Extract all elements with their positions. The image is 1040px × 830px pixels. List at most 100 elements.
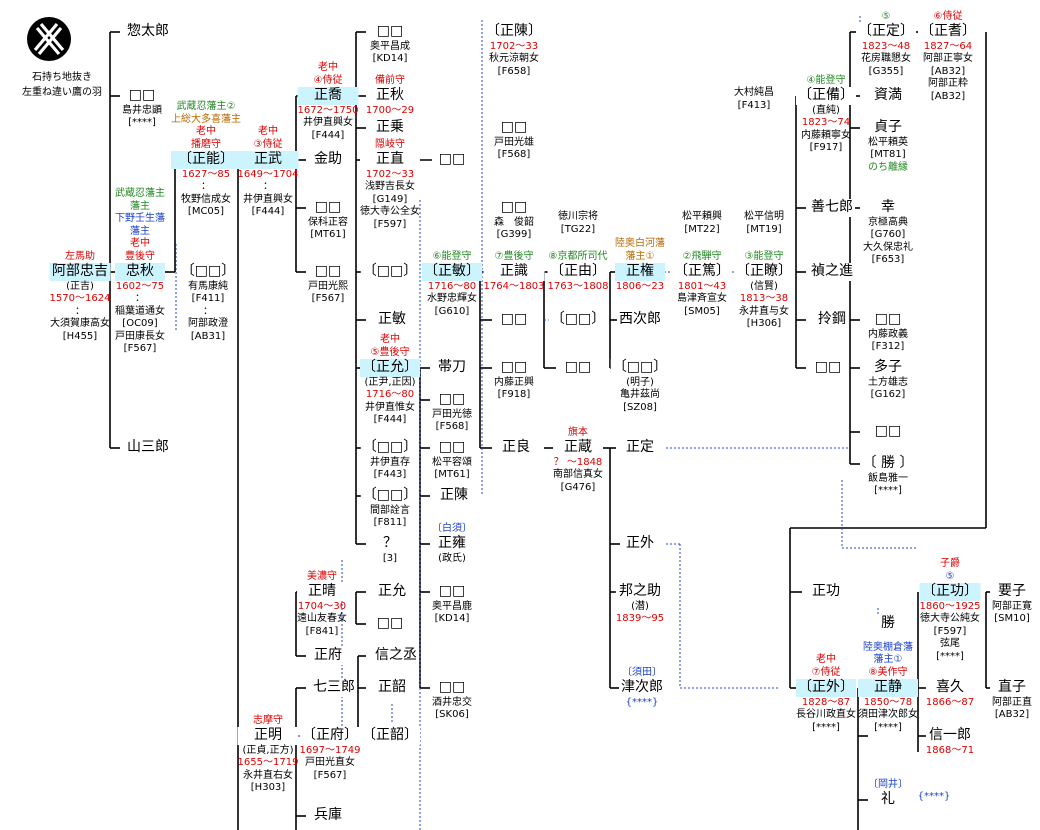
person-node: 正定 bbox=[624, 439, 656, 457]
person-node: □□松平容頌[MT61] bbox=[432, 439, 472, 482]
person-detail: {****} bbox=[625, 696, 659, 708]
person-detail: (正吉) bbox=[66, 280, 94, 292]
person-node: 禎之進 bbox=[809, 263, 855, 281]
person-detail: [F841] bbox=[305, 625, 339, 637]
person-title: ⑥侍従 bbox=[933, 10, 963, 22]
person-node: 七三郎 bbox=[311, 679, 357, 697]
person-detail: 1763～1808 bbox=[547, 280, 609, 292]
person-node: 邦之助(潜)1839～95 bbox=[615, 583, 665, 626]
person-detail: 1828～87 bbox=[801, 696, 851, 708]
person-name: □□ bbox=[562, 359, 594, 377]
person-detail: 1702～33 bbox=[365, 168, 415, 180]
person-detail: 井伊直興女 bbox=[303, 117, 353, 128]
person-title: 志摩守 bbox=[253, 714, 283, 726]
person-detail: 1716～80 bbox=[365, 389, 415, 400]
person-title: 武蔵忍藩主② bbox=[176, 101, 236, 112]
person-title: 備前守 bbox=[375, 74, 405, 86]
person-name: 正静 bbox=[858, 679, 918, 697]
person-name: □□ bbox=[436, 151, 468, 169]
person-node: □□保科正容[MT61] bbox=[308, 199, 348, 242]
person-name: 多子 bbox=[868, 359, 908, 377]
person-detail: (正貞,正方) bbox=[242, 744, 294, 756]
person-detail: 戸田康長女 bbox=[115, 330, 165, 342]
person-name: 〔□□〕 bbox=[610, 359, 670, 377]
person-detail: 1704～30 bbox=[297, 600, 347, 612]
person-node: 〔□□〕有馬康純[F411]：阿部政澄[AB31] bbox=[178, 263, 238, 343]
person-detail: 大久保忠礼 bbox=[863, 241, 913, 253]
person-node: 正允 bbox=[376, 583, 408, 601]
person-detail: 長谷川政直女 bbox=[796, 709, 856, 720]
person-name: □□ bbox=[432, 391, 472, 409]
person-node: □□森 俊韶[G399] bbox=[494, 199, 534, 242]
person-detail: 1764～1803 bbox=[483, 280, 545, 292]
person-name: 正蔵 bbox=[553, 439, 603, 457]
person-detail: [F597] bbox=[933, 625, 967, 637]
person-node: 直子阿部正直[AB32] bbox=[992, 679, 1032, 722]
person-name: □□ bbox=[868, 311, 908, 329]
person-name: 山三郎 bbox=[125, 439, 171, 457]
person-node: 金助 bbox=[312, 151, 344, 169]
person-detail: [TG22] bbox=[560, 223, 596, 235]
person-detail: [F568] bbox=[435, 421, 469, 432]
person-detail: 1716～80 bbox=[427, 280, 477, 292]
person-title: 播磨守 bbox=[191, 138, 221, 150]
person-detail: 1702～33 bbox=[489, 40, 539, 52]
person-title: ⑧京都所司代 bbox=[548, 250, 608, 262]
person-node: □□奥平昌鹿[KD14] bbox=[432, 583, 472, 626]
family-crest-icon bbox=[27, 17, 71, 61]
person-name: □□ bbox=[370, 23, 410, 41]
person-node: □□ bbox=[498, 311, 530, 329]
person-name: 正権 bbox=[615, 263, 665, 281]
person-name: 大村純昌 bbox=[732, 87, 776, 100]
person-detail: [MT61] bbox=[434, 469, 470, 480]
person-title: ②飛騨守 bbox=[682, 250, 722, 262]
person-detail: [H303] bbox=[250, 782, 286, 793]
person-detail: [SM10] bbox=[994, 613, 1030, 624]
person-node: ？[3] bbox=[381, 535, 399, 565]
person-detail: [G610] bbox=[434, 305, 470, 317]
person-detail: [G399] bbox=[496, 229, 532, 240]
person-detail: 南部信真女 bbox=[553, 469, 603, 480]
person-detail: 亀井茲尚 bbox=[620, 389, 660, 400]
person-detail: 島井忠顕 bbox=[122, 104, 162, 116]
person-detail: [F444] bbox=[251, 206, 285, 217]
person-detail: [F567] bbox=[313, 769, 347, 781]
person-title: 陸奥棚倉藩 bbox=[863, 641, 913, 653]
person-title: 〔白須〕 bbox=[432, 522, 472, 534]
person-name: 〔 勝 〕 bbox=[860, 455, 916, 473]
person-detail: [F918] bbox=[497, 389, 531, 400]
person-node: 左馬助阿部忠吉(正吉)1570～1624：大須賀康高女[H455] bbox=[49, 250, 111, 344]
person-title: 左馬助 bbox=[65, 250, 95, 262]
person-detail: [F444] bbox=[373, 414, 407, 425]
person-title: 老中 bbox=[258, 126, 278, 137]
person-title: ③能登守 bbox=[744, 250, 784, 262]
person-detail: [****] bbox=[874, 485, 902, 496]
person-node: 〔□□〕 bbox=[360, 263, 420, 281]
person-name: □□ bbox=[494, 199, 534, 217]
person-name: 邦之助 bbox=[615, 583, 665, 601]
person-name: 〔□□〕 bbox=[548, 311, 608, 329]
person-detail: 戸田光直女 bbox=[305, 757, 355, 768]
person-name: □□ bbox=[494, 119, 534, 137]
person-node: 正功 bbox=[810, 583, 842, 601]
person-title: ⑦豊後守 bbox=[494, 250, 534, 262]
person-title: 藩主① bbox=[625, 250, 655, 262]
person-title: 〔岡井〕 bbox=[868, 778, 908, 790]
person-node: □□奥平昌成[KD14] bbox=[370, 23, 410, 66]
person-detail: 阿部正寧女 bbox=[923, 53, 973, 64]
person-name: 正乗 bbox=[374, 119, 406, 137]
person-name: 〔□□〕 bbox=[360, 439, 420, 457]
person-detail: 1700～29 bbox=[365, 104, 415, 116]
person-detail: [F597] bbox=[373, 218, 407, 230]
person-node: 正韶 bbox=[376, 679, 408, 697]
person-detail: 内藤頼寧女 bbox=[801, 129, 851, 141]
person-detail: 徳大寺公全女 bbox=[360, 206, 420, 217]
person-name: 〔正篤〕 bbox=[672, 263, 732, 281]
